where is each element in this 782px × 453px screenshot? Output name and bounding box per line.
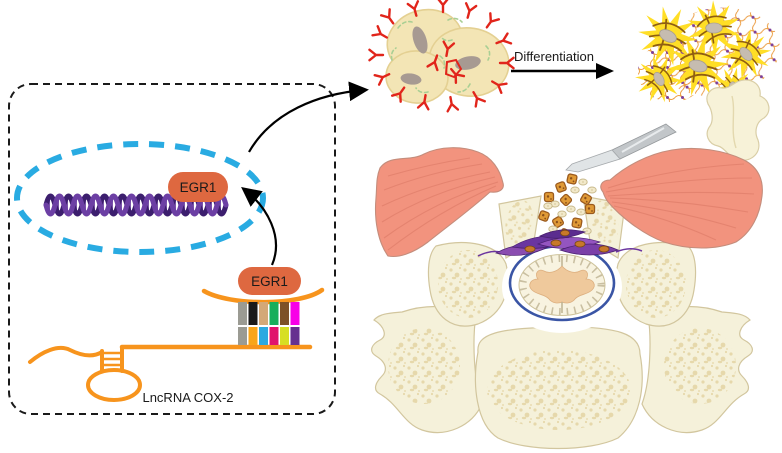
promoter-bar bbox=[238, 302, 247, 325]
promoter-bar bbox=[259, 327, 268, 345]
lncrna-label: LncRNA COX-2 bbox=[142, 390, 233, 405]
cell-nucleus bbox=[412, 26, 428, 54]
differentiation-step: Differentiation bbox=[511, 49, 614, 79]
promoter-bar bbox=[259, 302, 268, 325]
promoter-bar bbox=[290, 327, 300, 345]
promoter-bar bbox=[248, 327, 258, 345]
nerve-rootlets bbox=[519, 255, 605, 315]
left-muscle-icon bbox=[374, 147, 504, 258]
promoter-bar bbox=[269, 302, 279, 325]
panel-to-cells-arrow bbox=[248, 81, 369, 153]
receptor-fragment bbox=[444, 58, 463, 79]
egr1-nucleus-pill: EGR1 bbox=[168, 172, 228, 202]
differentiated-cell-cluster-icon bbox=[625, 0, 781, 117]
egr1-promoter-shape bbox=[238, 267, 301, 295]
dashed-panel-border bbox=[8, 83, 336, 415]
promoter-bar bbox=[280, 302, 289, 325]
stem-cell-cluster-icon bbox=[368, 0, 515, 113]
cytoskeleton-arcs bbox=[390, 17, 491, 94]
right-muscle-icon bbox=[600, 147, 763, 249]
egr1-translocation-arrow bbox=[241, 186, 278, 266]
differentiation-arrowhead bbox=[596, 63, 614, 79]
cell-nucleus bbox=[455, 56, 481, 70]
egr1-promoter-label: EGR1 bbox=[251, 274, 288, 289]
egr1-nucleus-shape bbox=[168, 172, 228, 202]
left-panel: EGR1 EGR1 bbox=[8, 81, 369, 415]
spinal-cord-icon bbox=[502, 241, 622, 333]
bone-fragment-icon bbox=[706, 79, 770, 161]
differentiation-label: Differentiation bbox=[514, 49, 594, 64]
vertebra-surgery-scene bbox=[371, 79, 770, 450]
promoter-bar bbox=[269, 327, 279, 345]
bone-speckles bbox=[388, 200, 736, 430]
promoter-binding-bars bbox=[238, 302, 300, 345]
promoter-bar bbox=[248, 302, 258, 325]
transplanted-cells-icon bbox=[477, 229, 643, 257]
egr1-promoter-pill: EGR1 bbox=[238, 267, 301, 295]
promoter-bar bbox=[290, 302, 300, 325]
transplanted-cell-nuclei bbox=[524, 229, 610, 253]
lncrna-molecule-icon bbox=[28, 287, 325, 402]
scalpel-icon bbox=[565, 123, 677, 173]
promoter-bar bbox=[238, 327, 247, 345]
nucleus-outline bbox=[14, 141, 266, 255]
promoter-bar bbox=[280, 327, 289, 345]
cell-nucleus bbox=[400, 73, 422, 85]
egr1-nucleus-label: EGR1 bbox=[180, 180, 217, 195]
